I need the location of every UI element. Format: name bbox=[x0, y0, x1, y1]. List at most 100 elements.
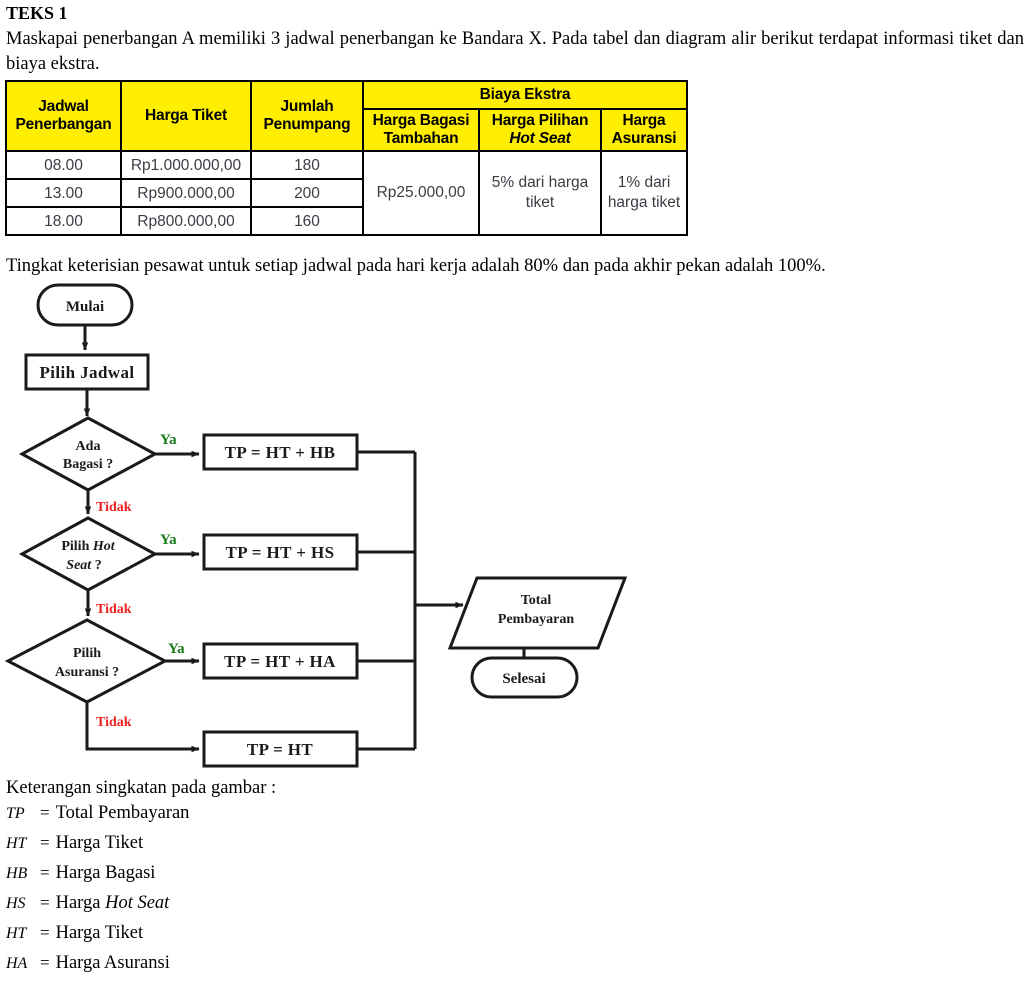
col-header-jumlah-line1: Jumlah bbox=[280, 98, 334, 115]
col-header-harga-bagasi-tambahan: Harga Bagasi Tambahan bbox=[362, 108, 480, 152]
col-header-asuransi-line1: Harga bbox=[622, 112, 666, 129]
intro-paragraph: Maskapai penerbangan A memiliki 3 jadwal… bbox=[6, 29, 1024, 74]
col-header-jadwal-line1: Jadwal bbox=[38, 98, 89, 115]
col-header-asuransi-line2: Asuransi bbox=[611, 130, 677, 147]
node-process-insurance-label: TP = HT + HA bbox=[224, 652, 336, 671]
cell-harga-tiket-0: Rp1.000.000,00 bbox=[120, 150, 252, 180]
table-row: 13.00 Rp900.000,00 200 bbox=[5, 178, 687, 208]
legend-section: Keterangan singkatan pada gambar : TP = … bbox=[6, 776, 506, 983]
legend-eq-5: = bbox=[40, 953, 50, 972]
col-header-jadwal-penerbangan: Jadwal Penerbangan bbox=[5, 80, 122, 152]
cell-harga-tiket-2: Rp800.000,00 bbox=[120, 206, 252, 236]
col-header-harga-tiket-line1: Harga Tiket bbox=[145, 107, 227, 124]
node-output-total-label-l1: Total bbox=[521, 593, 552, 608]
node-process-baggage bbox=[202, 433, 359, 471]
flight-info-table: Jadwal Penerbangan Harga Tiket Jumlah Pe… bbox=[5, 80, 689, 236]
node-process-hotseat-label: TP = HT + HS bbox=[226, 543, 335, 562]
cell-jadwal-0: 08.00 bbox=[5, 150, 122, 180]
hotseat-l2-italic: Seat bbox=[66, 558, 92, 573]
legend-eq-3: = bbox=[40, 893, 50, 912]
col-header-hotseat-line2: Hot Seat bbox=[509, 130, 571, 147]
node-decision-hotseat-label-l1: Pilih Hot bbox=[61, 539, 115, 554]
edge-label-baggage-no: Tidak bbox=[96, 500, 132, 515]
list-item: HA = Harga Asuransi bbox=[6, 953, 506, 983]
node-choose-schedule bbox=[24, 353, 150, 391]
legend-text-4: Harga Tiket bbox=[55, 923, 144, 943]
legend-eq-2: = bbox=[40, 863, 50, 882]
col-header-harga-pilihan-hot-seat: Harga Pilihan Hot Seat bbox=[478, 108, 602, 152]
fill-rate-note: Tingkat keterisian pesawat untuk setiap … bbox=[6, 256, 826, 276]
node-process-baggage-label: TP = HT + HB bbox=[225, 443, 336, 462]
col-header-jadwal-line2: Penerbangan bbox=[15, 116, 112, 133]
edge-label-insurance-no: Tidak bbox=[96, 715, 132, 730]
node-decision-insurance-label-l1: Pilih bbox=[73, 646, 101, 661]
cell-jumlah-penumpang-0: 180 bbox=[250, 150, 364, 180]
col-header-bagasi-line1: Harga Bagasi bbox=[372, 112, 470, 129]
legend-text-5: Harga Asuransi bbox=[55, 953, 170, 973]
hotseat-l1-plain: Pilih bbox=[61, 539, 93, 554]
table-row: 18.00 Rp800.000,00 160 bbox=[5, 206, 687, 236]
cell-harga-tiket-1: Rp900.000,00 bbox=[120, 178, 252, 208]
col-header-bagasi-line2: Tambahan bbox=[383, 130, 459, 147]
table-header-row-group: Jadwal Penerbangan Harga Tiket Jumlah Pe… bbox=[5, 80, 689, 152]
legend-text-3: Harga Hot Seat bbox=[55, 893, 170, 913]
cell-harga-bagasi-merged: Rp25.000,00 bbox=[362, 150, 480, 236]
page-title: TEKS 1 bbox=[6, 3, 68, 23]
cell-harga-asuransi-merged: 1% dari harga tiket bbox=[599, 150, 689, 236]
node-choose-schedule-label: Pilih Jadwal bbox=[39, 363, 134, 382]
legend-abbr-ht-2: HT bbox=[6, 925, 27, 942]
cell-jumlah-penumpang-1: 200 bbox=[250, 178, 364, 208]
node-end bbox=[470, 656, 579, 699]
list-item: HT = Harga Tiket bbox=[6, 923, 506, 953]
node-decision-insurance-label-l2: Asuransi ? bbox=[55, 665, 119, 680]
node-process-plain-label: TP = HT bbox=[247, 740, 314, 759]
col-header-harga-tiket: Harga Tiket bbox=[120, 80, 252, 152]
hotseat-l1-italic: Hot bbox=[92, 539, 116, 554]
edge-label-insurance-yes: Ya bbox=[168, 641, 185, 657]
col-header-jumlah-penumpang: Jumlah Penumpang bbox=[250, 80, 364, 152]
edge-insurance-no bbox=[85, 702, 200, 753]
edge-label-hotseat-no: Tidak bbox=[96, 602, 132, 617]
node-decision-insurance bbox=[4, 618, 169, 704]
node-decision-hotseat bbox=[18, 516, 159, 592]
cell-harga-hotseat-merged: 5% dari harga tiket bbox=[478, 150, 602, 236]
legend-abbr-hs: HS bbox=[6, 895, 26, 912]
node-start-label: Mulai bbox=[66, 299, 104, 315]
legend-abbr-ht: HT bbox=[6, 835, 27, 852]
edge-label-hotseat-yes: Ya bbox=[160, 532, 177, 548]
cell-jadwal-2: 18.00 bbox=[5, 206, 122, 236]
col-header-harga-asuransi: Harga Asuransi bbox=[599, 108, 689, 152]
legend-text-2: Harga Bagasi bbox=[55, 863, 156, 883]
list-item: HT = Harga Tiket bbox=[6, 833, 506, 863]
edge-label-baggage-yes: Ya bbox=[160, 432, 177, 448]
node-decision-hotseat-label-l2: Seat ? bbox=[66, 558, 101, 573]
table-row: 08.00 Rp1.000.000,00 180 Rp25.000,00 5% … bbox=[5, 150, 689, 236]
legend-eq-1: = bbox=[40, 833, 50, 852]
node-decision-baggage bbox=[18, 416, 159, 492]
node-end-label: Selesai bbox=[502, 671, 545, 687]
list-item: HS = Harga Hot Seat bbox=[6, 893, 506, 923]
legend-abbr-tp: TP bbox=[6, 805, 25, 822]
legend-abbr-hb: HB bbox=[6, 865, 28, 882]
node-decision-baggage-label-l2: Bagasi ? bbox=[63, 457, 113, 472]
node-output-total bbox=[447, 576, 628, 650]
col-header-biaya-ekstra: Biaya Ekstra bbox=[361, 80, 689, 110]
legend-abbr-ha: HA bbox=[6, 955, 28, 972]
cell-jadwal-1: 13.00 bbox=[5, 178, 122, 208]
node-decision-baggage-label-l1: Ada bbox=[76, 439, 101, 454]
legend-text-0: Total Pembayaran bbox=[55, 803, 190, 823]
col-header-hotseat-line1: Harga Pilihan bbox=[491, 112, 589, 129]
node-output-total-label-l2: Pembayaran bbox=[498, 612, 574, 627]
flight-info-table-wrapper: Jadwal Penerbangan Harga Tiket Jumlah Pe… bbox=[5, 80, 689, 236]
flowchart-diagram: Mulai Pilih Jadwal Ada Bagasi ? Ya TP = … bbox=[0, 278, 700, 778]
legend-title: Keterangan singkatan pada gambar : bbox=[6, 778, 277, 798]
intro-section: TEKS 1 Maskapai penerbangan A memiliki 3… bbox=[6, 2, 1024, 77]
legend-eq-0: = bbox=[40, 803, 50, 822]
list-item: HB = Harga Bagasi bbox=[6, 863, 506, 893]
node-process-plain bbox=[202, 730, 359, 768]
hotseat-l2-q: ? bbox=[91, 558, 102, 573]
list-item: TP = Total Pembayaran bbox=[6, 803, 506, 833]
cell-jumlah-penumpang-2: 160 bbox=[250, 206, 364, 236]
col-header-jumlah-line2: Penumpang bbox=[263, 116, 351, 133]
legend-eq-4: = bbox=[40, 923, 50, 942]
